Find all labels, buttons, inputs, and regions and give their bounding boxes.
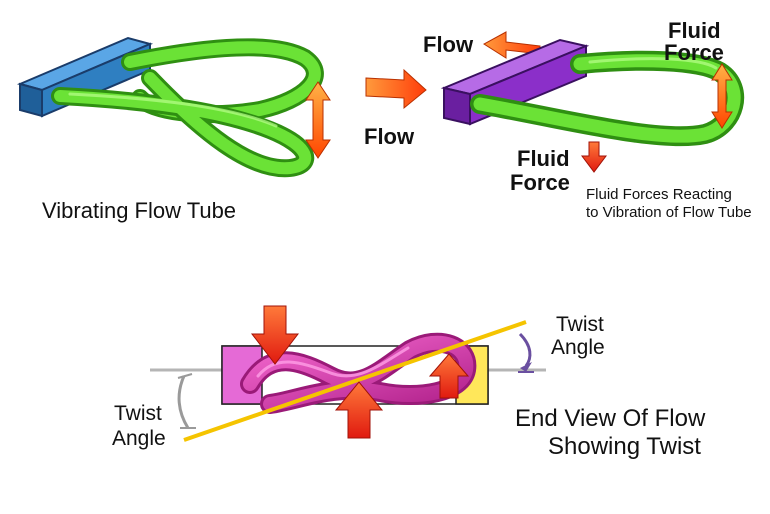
force-arrow-up-right [428,353,470,399]
fluid-forces-panel: Flow Flow Fluid Force Fluid Force [364,18,752,221]
twist-angle-left-label-2: Angle [112,427,166,450]
force-arrow-down-left [250,305,300,365]
force-arrow-up-bottom [334,381,384,439]
fluid-forces-caption-1: Fluid Forces Reacting [586,186,732,203]
green-flow-tube [51,38,324,178]
flow-label-top: Flow [423,32,474,57]
twist-angle-arc-right [518,332,534,373]
twist-angle-left-label-1: Twist [114,402,162,425]
vibrating-tube-caption: Vibrating Flow Tube [42,198,236,223]
fluid-force-bottom-label-1: Fluid [517,146,570,171]
twist-angle-right-label-2: Angle [551,336,605,359]
fluid-force-bottom-label-2: Force [510,170,570,195]
vibration-double-arrow [305,81,331,159]
vibrating-tube-panel: Vibrating Flow Tube [16,36,331,223]
fluid-forces-caption-2: to Vibration of Flow Tube [586,204,752,221]
fluid-force-right-label-1: Fluid [668,18,721,43]
fluid-force-right-arrow [711,63,733,129]
end-view-caption-1: End View Of Flow [515,405,706,432]
twist-angle-arc-left [177,373,196,429]
twist-angle-right-label-1: Twist [556,313,604,336]
end-view-panel: Twist Angle Twist Angle End View Of Flow… [112,305,706,460]
flow-arrow-middle [365,68,427,110]
twist-reference-line [183,320,527,442]
flow-label-middle: Flow [364,124,415,149]
fluid-force-right-label-2: Force [664,40,724,65]
end-view-caption-2: Showing Twist [548,433,701,460]
fluid-force-bottom-arrow [581,141,607,173]
